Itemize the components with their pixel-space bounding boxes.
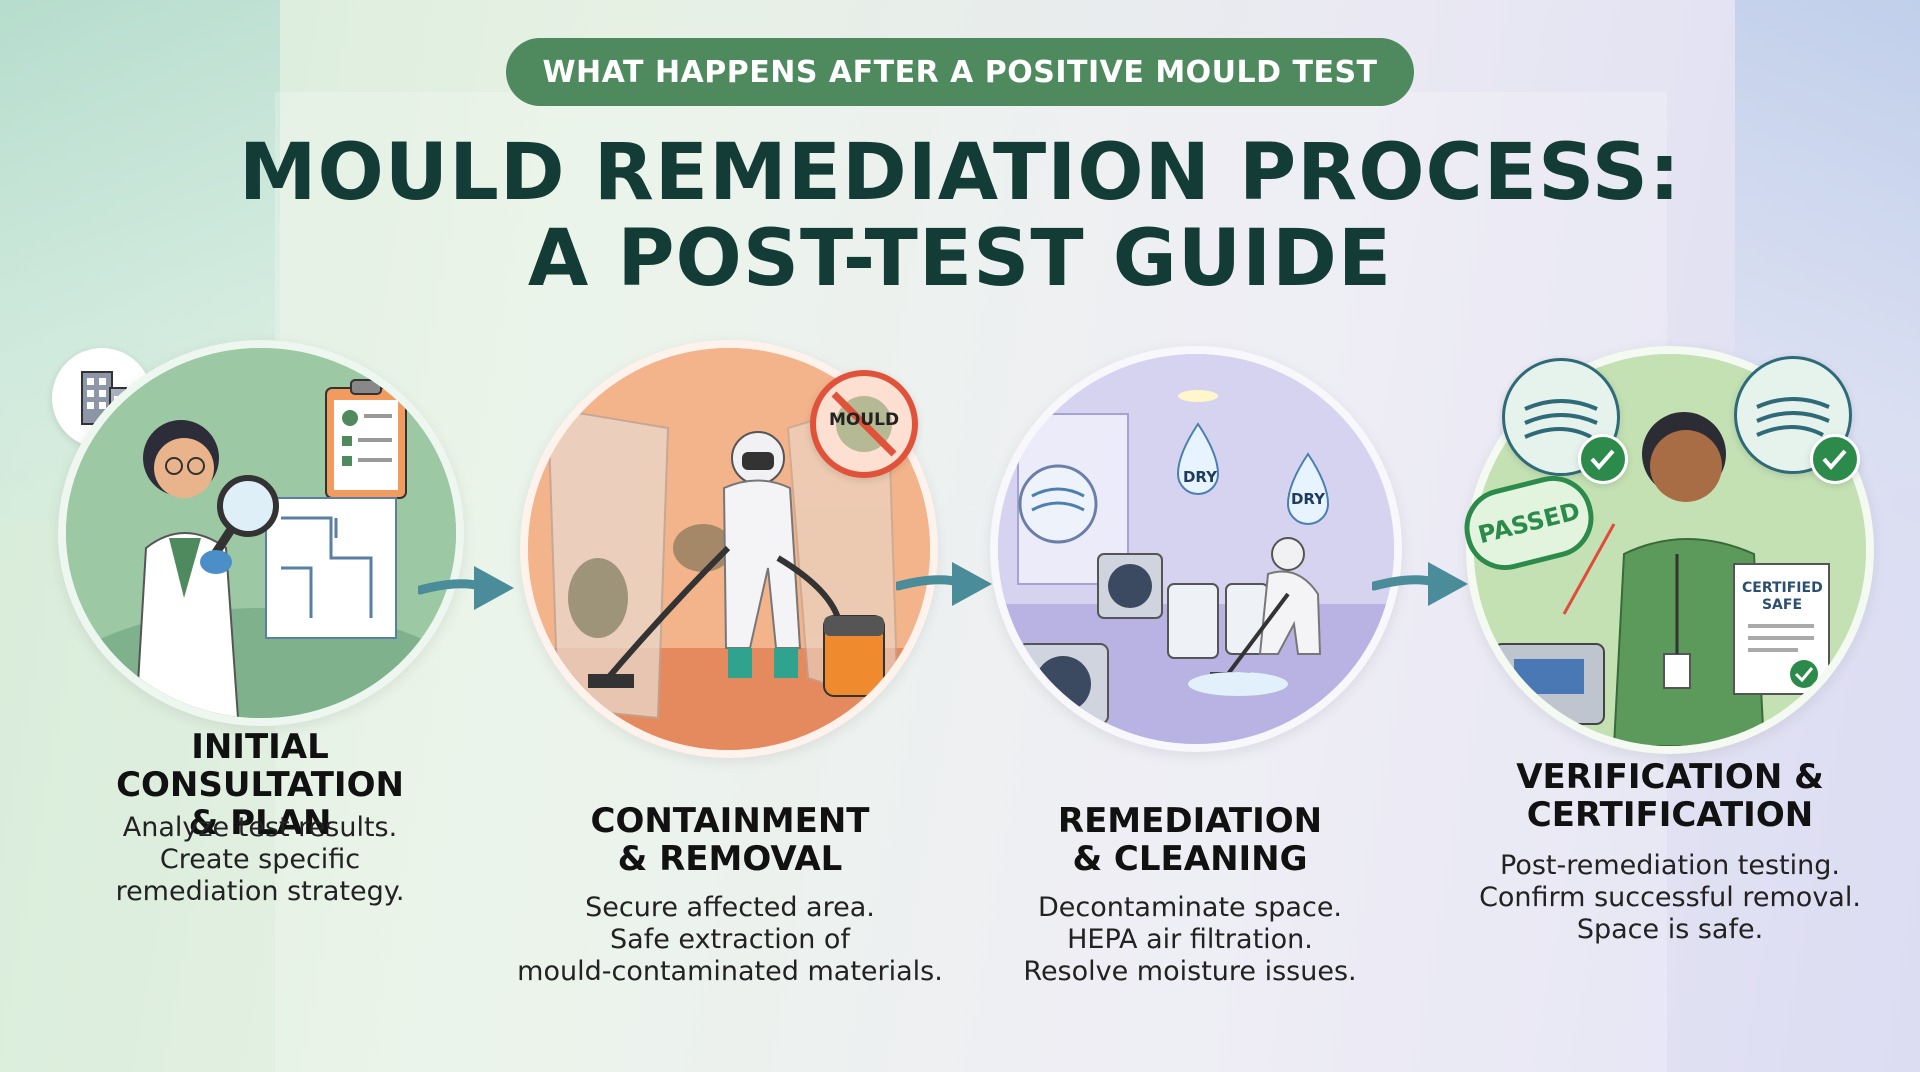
air-check-icon-right	[1734, 356, 1852, 474]
no-mould-sign-icon: MOULD	[810, 370, 918, 478]
arrow-step-1-to-2	[418, 566, 514, 610]
step-2-title: CONTAINMENT & REMOVAL	[590, 801, 870, 879]
step-3-illustration: DRY DRY	[990, 346, 1402, 752]
step-2-description: Secure affected area. Safe extraction of…	[517, 892, 943, 987]
title-line-1: MOULD REMEDIATION PROCESS:	[238, 128, 1682, 218]
dry-drop-label-2: DRY	[1290, 490, 1326, 508]
certificate-label: CERTIFIED SAFE	[1742, 580, 1823, 613]
step-1-title: INITIAL CONSULTATION & PLAN	[116, 727, 404, 843]
step-4-title: VERIFICATION & CERTIFICATION	[1516, 757, 1824, 835]
step-1-illustration	[58, 340, 464, 726]
step-3-title: REMEDIATION & CLEANING	[1057, 801, 1323, 879]
step-4-description: Post-remediation testing. Confirm succes…	[1479, 850, 1861, 945]
subtitle-pill: WHAT HAPPENS AFTER A POSITIVE MOULD TEST	[506, 38, 1414, 106]
step-1-description: Analyze test results. Create specific re…	[115, 812, 405, 907]
dry-drop-label-1: DRY	[1182, 468, 1218, 486]
page-title: MOULD REMEDIATION PROCESS: A POST-TEST G…	[0, 130, 1920, 302]
arrow-step-2-to-3	[896, 562, 992, 606]
arrow-step-3-to-4	[1372, 562, 1468, 606]
check-icon-left	[1578, 434, 1628, 484]
step-3-description: Decontaminate space. HEPA air filtration…	[1023, 892, 1357, 987]
title-line-2: A POST-TEST GUIDE	[527, 214, 1393, 304]
passed-stamp-label: PASSED	[1475, 496, 1583, 550]
no-mould-sign-label: MOULD	[828, 410, 900, 430]
check-icon-right	[1810, 434, 1860, 484]
